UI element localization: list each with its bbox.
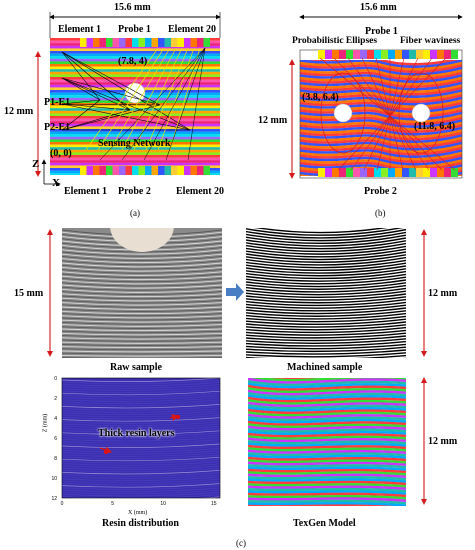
panel-a-p1e1: P1-E1: [44, 97, 71, 108]
panel-b-prob-ellipses: Probabilistic Ellipses: [292, 36, 378, 46]
panel-b-ellipse-paths: [319, 57, 456, 171]
texgen-model-image: [248, 378, 406, 506]
panel-b-height-label: 12 mm: [258, 115, 288, 126]
svg-text:10: 10: [160, 501, 166, 507]
panel-a-height-label: 12 mm: [4, 106, 34, 117]
resin-xlabel: X (mm): [128, 510, 148, 516]
raw-sample-image: [62, 228, 222, 358]
svg-text:0: 0: [54, 376, 57, 382]
panel-a-caption: (a): [130, 208, 140, 218]
process-arrow: [226, 283, 244, 301]
panel-b-probe2-array: [318, 168, 458, 177]
svg-text:12: 12: [51, 496, 57, 502]
panel-a-probe1-array: [80, 38, 210, 47]
panel-b-probe1-array: [318, 50, 458, 59]
svg-text:15: 15: [211, 501, 217, 507]
machined-sample-label: Machined sample: [287, 362, 363, 373]
raw-height-label: 15 mm: [14, 288, 44, 299]
svg-text:6: 6: [54, 436, 57, 442]
machined-sample-image: [246, 228, 406, 358]
panel-b-caption: (b): [375, 208, 386, 218]
panel-a-element1-bottom: Element 1: [64, 186, 108, 197]
svg-text:2: 2: [54, 396, 57, 402]
panel-c-caption: (c): [236, 538, 246, 548]
panel-a-width-label: 15.6 mm: [114, 2, 151, 13]
panel-b-coord-left: (3.8, 6.4): [302, 92, 339, 103]
texgen-model-label: TexGen Model: [293, 518, 356, 529]
raw-sample-label: Raw sample: [110, 362, 162, 373]
resin-annotation: Thick resin layers: [98, 428, 175, 439]
panel-a-probe2-array: [80, 166, 210, 175]
panel-a-damage-coord: (7.8, 4): [118, 56, 148, 67]
panel-b-fiber-waviness: Fiber waviness: [400, 36, 461, 46]
resin-axis-ticks: 0 2 4 6 8 10 12 0 5 10 15: [51, 376, 216, 507]
resin-distribution-plot: [62, 378, 220, 498]
panel-b-width-label: 15.6 mm: [360, 2, 397, 13]
panel-b-wavy-stripes: [300, 60, 462, 176]
panel-a-element20-top: Element 20: [168, 24, 217, 35]
panel-b-probe1: Probe 1: [365, 26, 398, 37]
svg-text:4: 4: [54, 416, 57, 422]
machined-height-label: 12 mm: [428, 288, 458, 299]
panel-a-probe1: Probe 1: [118, 24, 151, 35]
svg-text:5: 5: [111, 501, 114, 507]
panel-a-element20-bottom: Element 20: [176, 186, 225, 197]
panel-a-element1-top: Element 1: [58, 24, 102, 35]
panel-b-coord-right: (11.8, 6.4): [414, 121, 456, 132]
texgen-height-label: 12 mm: [428, 436, 458, 447]
resin-distribution-label: Resin distribution: [102, 518, 179, 529]
panel-b-dimension-lines: [289, 14, 463, 179]
resin-ylabel: Z (mm): [42, 413, 49, 433]
svg-text:0: 0: [61, 501, 64, 507]
panel-a-sensing-network: Sensing Network: [98, 138, 171, 149]
panel-a-p2e1: P2-E1: [44, 122, 71, 133]
panel-b-probe2: Probe 2: [364, 186, 397, 197]
panel-a-origin: (0, 0): [50, 148, 72, 159]
panel-a-probe2: Probe 2: [118, 186, 151, 197]
svg-text:8: 8: [54, 456, 57, 462]
panel-a-axis-x: X: [52, 177, 60, 189]
panel-a-dimension-lines: [35, 12, 221, 187]
panel-a-axis-z: Z: [32, 158, 40, 170]
svg-text:10: 10: [51, 476, 57, 482]
panel-a-sensing-paths: [61, 47, 206, 161]
